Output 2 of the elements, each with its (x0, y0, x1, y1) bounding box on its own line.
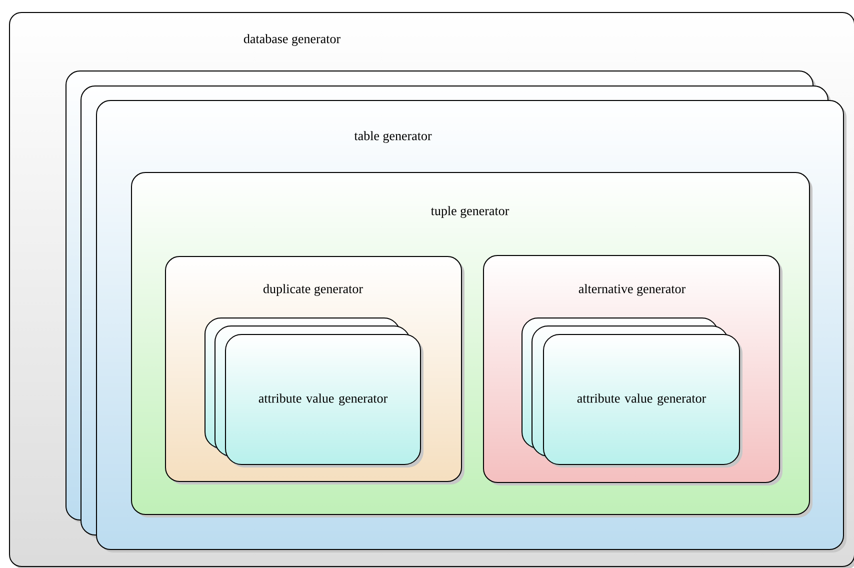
stacked-generator-boxes: attribute value generator (204, 318, 424, 468)
stacked-generator-boxes: attribute value generator (522, 318, 742, 468)
